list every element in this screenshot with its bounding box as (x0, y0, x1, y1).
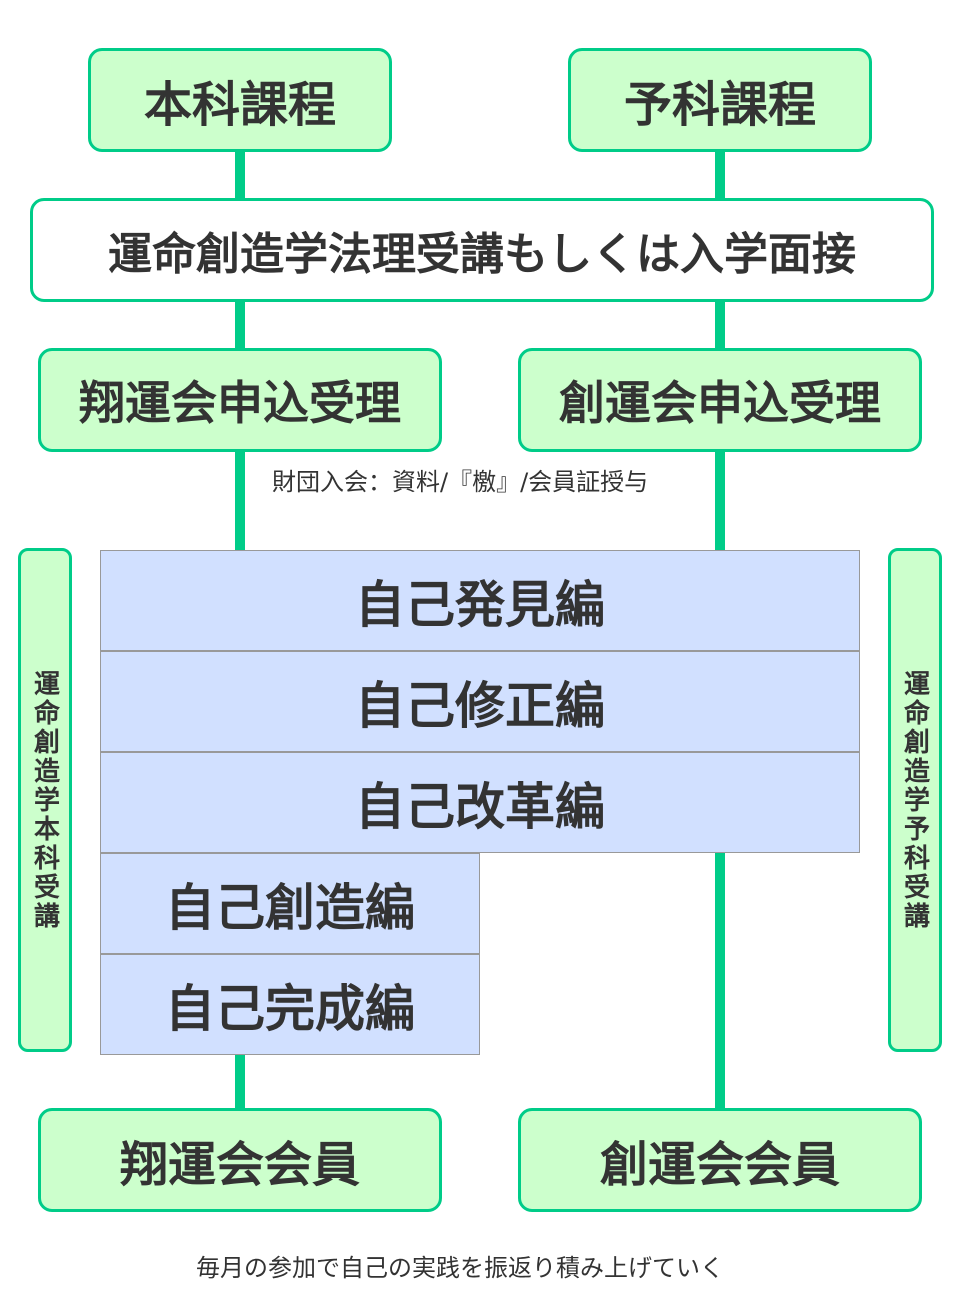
shoun-apply-box: 翔運会申込受理 (38, 348, 442, 452)
stage-self-correction: 自己修正編 (100, 651, 860, 752)
soun-apply-box: 創運会申込受理 (518, 348, 922, 452)
stage-label: 自己創造編 (165, 878, 415, 937)
stage-label: 自己改革編 (355, 777, 605, 836)
stage-self-completion: 自己完成編 (100, 954, 480, 1055)
stage-self-reform: 自己改革編 (100, 752, 860, 853)
shoun-member-box: 翔運会会員 (38, 1108, 442, 1212)
entry-requirement-box: 運命創造学法理受講もしくは入学面接 (30, 198, 934, 302)
yoka-course-box: 予科課程 (568, 48, 872, 152)
soun-apply-label: 創運会申込受理 (559, 376, 881, 430)
stage-label: 自己完成編 (165, 979, 415, 1038)
yoka-side-box: 運命創造学予科受講 (888, 548, 942, 1052)
honka-course-box: 本科課程 (88, 48, 392, 152)
yoka-course-label: 予科課程 (623, 77, 816, 133)
stage-self-discovery: 自己発見編 (100, 550, 860, 651)
foundation-join-note: 財団入会：資料/『檄』/会員証授与 (272, 468, 649, 496)
stage-label: 自己発見編 (355, 575, 605, 634)
stage-self-creation: 自己創造編 (100, 853, 480, 954)
monthly-practice-note: 毎月の参加で自己の実践を振返り積み上げていく (196, 1254, 724, 1282)
shoun-member-label: 翔運会会員 (119, 1137, 360, 1193)
honka-side-box: 運命創造学本科受講 (18, 548, 72, 1052)
shoun-apply-label: 翔運会申込受理 (79, 376, 401, 430)
soun-member-box: 創運会会員 (518, 1108, 922, 1212)
soun-member-label: 創運会会員 (599, 1137, 840, 1193)
stage-label: 自己修正編 (355, 676, 605, 735)
honka-side-label: 運命創造学本科受講 (29, 669, 60, 931)
yoka-side-label: 運命創造学予科受講 (899, 669, 930, 931)
honka-course-label: 本科課程 (143, 77, 336, 133)
entry-requirement-label: 運命創造学法理受講もしくは入学面接 (108, 229, 856, 280)
